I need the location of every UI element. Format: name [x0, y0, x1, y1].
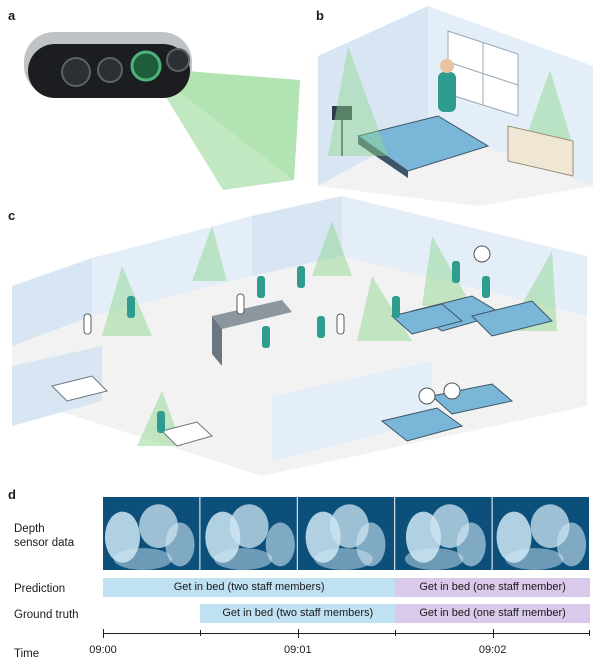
panel-label-b: b: [316, 8, 324, 23]
time-tick-1: [297, 629, 299, 638]
panel-label-d: d: [8, 487, 16, 502]
prediction-row-label: Prediction: [14, 583, 66, 595]
depth-frame-0: [103, 497, 200, 570]
time-minor-tick-2: [589, 630, 590, 636]
time-row-label: Time: [14, 648, 40, 660]
time-minor-tick-1: [395, 630, 397, 636]
hospital-floor-illustration: [12, 196, 587, 476]
ground-truth-row-label: Ground truth: [14, 609, 79, 621]
depth-sensor-illustration: [24, 32, 300, 190]
panel-label-a: a: [8, 8, 16, 23]
time-tick-0: [103, 629, 104, 638]
depth-sensor-strip: [103, 497, 589, 570]
staff-figure: [438, 72, 456, 112]
time-axis-line: [103, 633, 590, 634]
time-tick-label-2: 09:02: [478, 644, 507, 656]
panel-label-c: c: [8, 208, 16, 223]
ground-truth-segment-0: Get in bed (two staff members): [200, 604, 396, 623]
time-tick-2: [492, 629, 494, 638]
time-tick-label-0: 09:00: [89, 644, 117, 656]
depth-frame-3: [395, 497, 492, 570]
time-tick-label-1: 09:01: [284, 644, 312, 656]
depth-row-label: Depth sensor data: [14, 523, 75, 549]
camera-lens-icon: [61, 57, 91, 87]
prediction-segment-1: Get in bed (one staff member): [395, 578, 590, 597]
ground-truth-segment-1: Get in bed (one staff member): [395, 604, 590, 623]
depth-frame-4: [492, 497, 589, 570]
hospital-room-illustration: [318, 6, 593, 206]
time-minor-tick-0: [200, 630, 202, 636]
depth-frame-1: [200, 497, 297, 570]
depth-frame-2: [297, 497, 395, 570]
prediction-segment-0: Get in bed (two staff members): [103, 578, 396, 597]
